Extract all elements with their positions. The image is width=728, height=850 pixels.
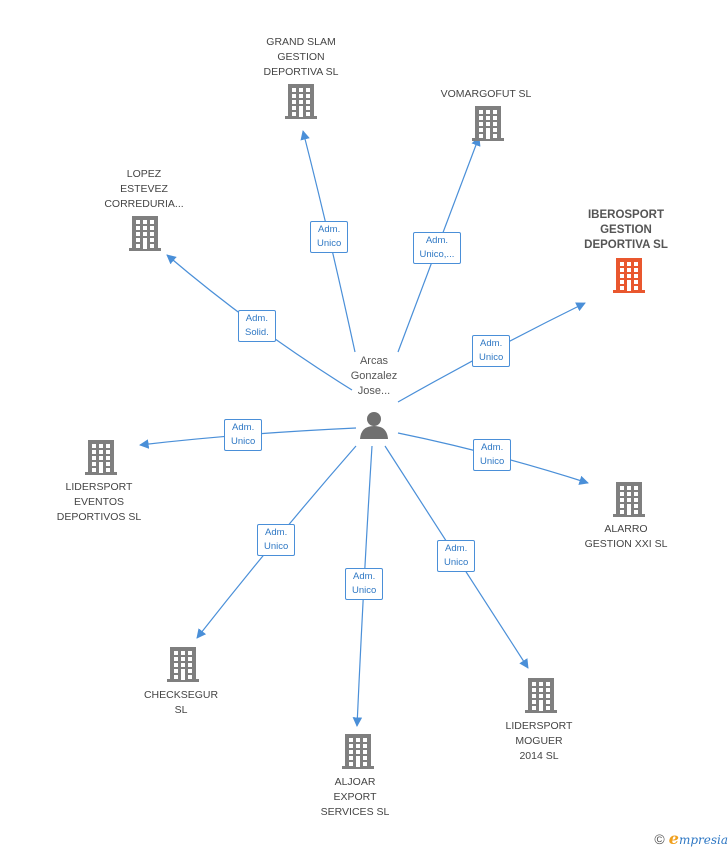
building-icon-lidersport-eventos[interactable] bbox=[85, 440, 117, 475]
icons-layer bbox=[85, 84, 645, 769]
role-badge-lidersport-eventos[interactable]: Adm. Unico bbox=[224, 419, 263, 451]
footer-brand: © empresia bbox=[654, 829, 728, 848]
company-label-grand-slam[interactable]: GRAND SLAM GESTION DEPORTIVA SL bbox=[263, 36, 339, 78]
role-badge-grand-slam[interactable]: Adm. Unico bbox=[310, 221, 349, 253]
company-label-aljoar[interactable]: ALJOAR EXPORT SERVICES SL bbox=[320, 776, 390, 818]
company-label-checksegur[interactable]: CHECKSEGUR SL bbox=[143, 689, 219, 716]
role-badge-checksegur[interactable]: Adm. Unico bbox=[257, 524, 296, 556]
edges-layer bbox=[139, 130, 589, 727]
person-icon[interactable] bbox=[360, 412, 388, 439]
company-label-iberosport[interactable]: IBEROSPORT GESTION DEPORTIVA SL bbox=[584, 209, 668, 251]
building-icon-checksegur[interactable] bbox=[167, 647, 199, 682]
company-label-lidersport-moguer[interactable]: LIDERSPORT MOGUER 2014 SL bbox=[505, 720, 573, 762]
company-label-alarro[interactable]: ALARRO GESTION XXI SL bbox=[584, 523, 668, 550]
company-label-lidersport-eventos[interactable]: LIDERSPORT EVENTOS DEPORTIVOS SL bbox=[56, 481, 142, 523]
copyright-symbol: © bbox=[654, 830, 665, 847]
company-label-lopez-estevez[interactable]: LOPEZ ESTEVEZ CORREDURIA... bbox=[104, 168, 184, 210]
building-icon-lidersport-moguer[interactable] bbox=[525, 678, 557, 713]
role-badge-aljoar[interactable]: Adm. Unico bbox=[345, 568, 384, 600]
person-name[interactable]: Arcas Gonzalez Jose... bbox=[350, 355, 398, 397]
role-badge-lidersport-moguer[interactable]: Adm. Unico bbox=[437, 540, 476, 572]
brand-logo-text: mpresia bbox=[678, 833, 728, 847]
company-label-vomargofut[interactable]: VOMARGOFUT SL bbox=[440, 88, 532, 100]
building-icon-aljoar[interactable] bbox=[342, 734, 374, 769]
building-icon-iberosport[interactable] bbox=[613, 258, 645, 293]
building-icon-grand-slam[interactable] bbox=[285, 84, 317, 119]
building-icon-alarro[interactable] bbox=[613, 482, 645, 517]
role-badge-alarro[interactable]: Adm. Unico bbox=[473, 439, 512, 471]
brand-logo-e: e bbox=[668, 829, 679, 848]
building-icon-vomargofut[interactable] bbox=[472, 106, 504, 141]
building-icon-lopez-estevez[interactable] bbox=[129, 216, 161, 251]
role-badge-iberosport[interactable]: Adm. Unico bbox=[472, 335, 511, 367]
role-badge-lopez-estevez[interactable]: Adm. Solid. bbox=[238, 310, 276, 342]
role-badge-vomargofut[interactable]: Adm. Unico,... bbox=[412, 232, 462, 264]
